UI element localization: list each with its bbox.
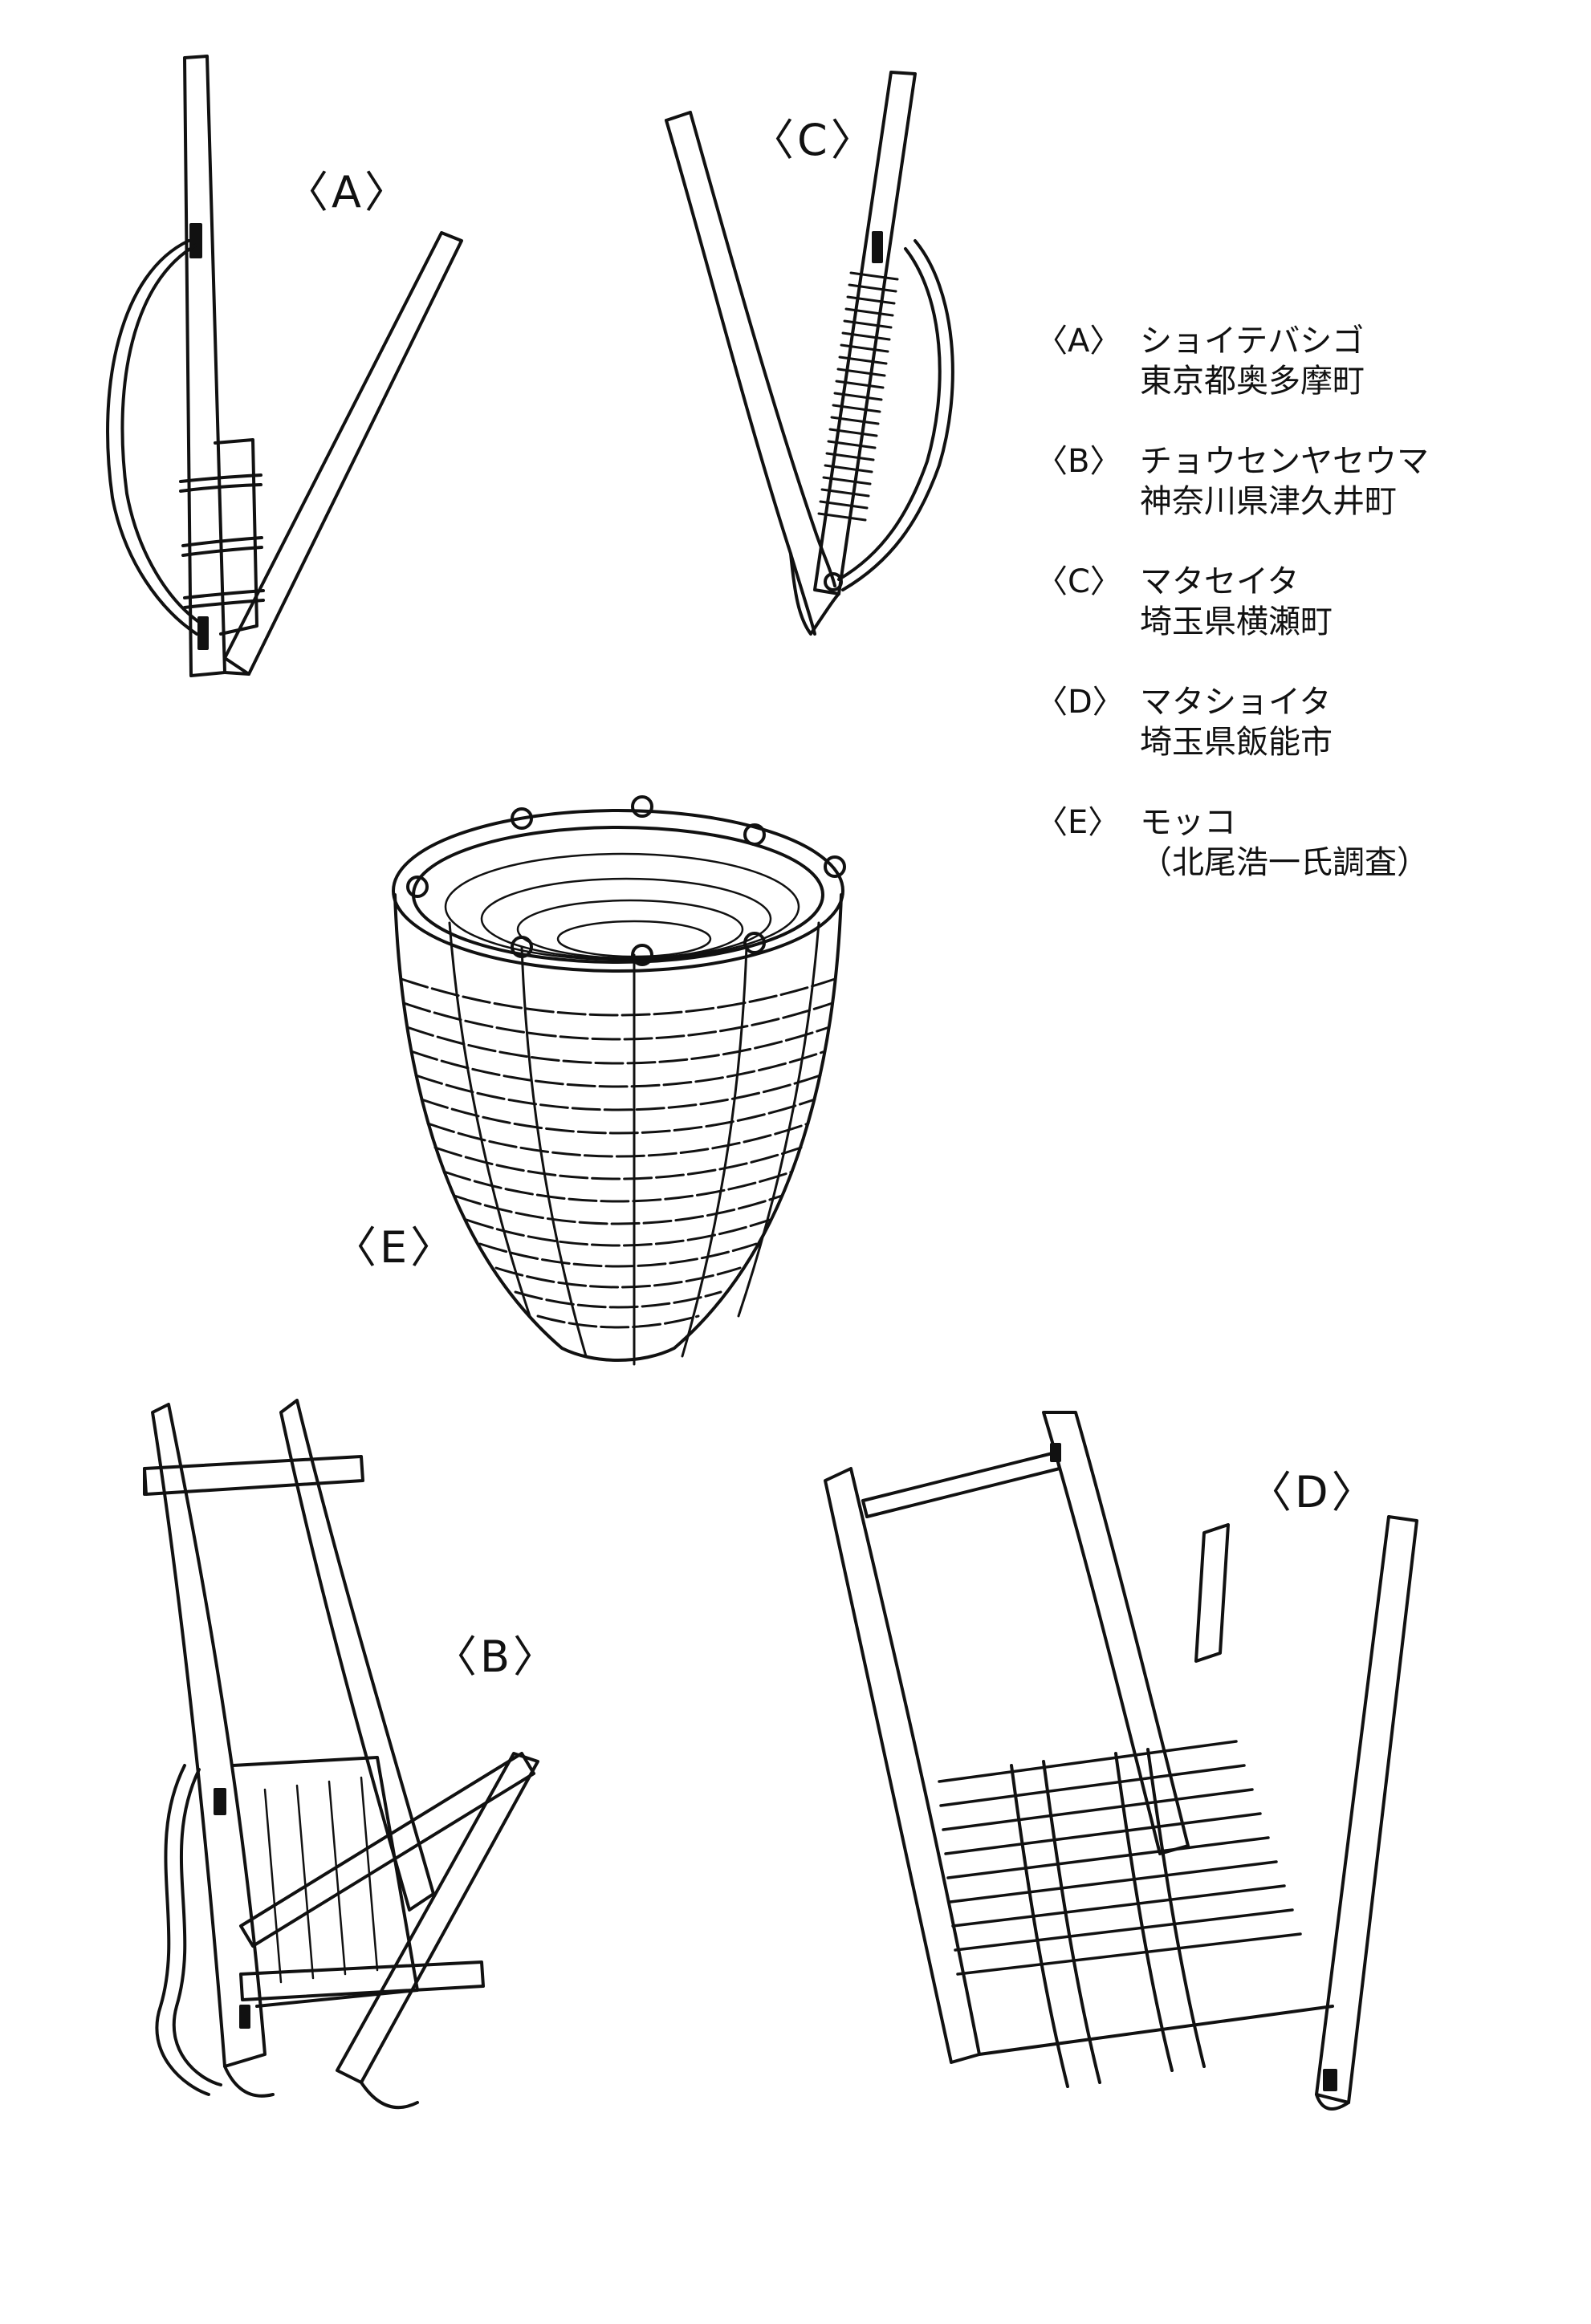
figure-e-drawing xyxy=(393,797,844,1364)
legend-item-e: 〈E〉 モッコ （北尾浩一氏調査） xyxy=(1036,802,1549,883)
legend-key: 〈D〉 xyxy=(1036,684,1125,721)
legend-name: チョウセンヤセウマ xyxy=(1140,443,1429,480)
figure-d-drawing xyxy=(825,1412,1417,2109)
figure-b-drawing xyxy=(144,1400,538,2107)
figure-a-drawing xyxy=(108,56,462,676)
legend-item-a: 〈A〉 ショイテバシゴ 東京都奥多摩町 xyxy=(1036,321,1549,401)
legend-name: マタセイタ xyxy=(1140,563,1300,600)
figure-label-e: 〈E〉 xyxy=(333,1222,458,1273)
legend-key: 〈B〉 xyxy=(1036,443,1122,480)
figure-label-b: 〈B〉 xyxy=(433,1631,560,1682)
legend: 〈A〉 ショイテバシゴ 東京都奥多摩町 〈B〉 チョウセンヤセウマ 神奈川県津久… xyxy=(1036,321,1549,923)
figure-c-drawing xyxy=(666,72,953,634)
legend-place: （北尾浩一氏調査） xyxy=(1140,844,1429,881)
legend-key: 〈E〉 xyxy=(1036,804,1121,841)
legend-place: 埼玉県横瀬町 xyxy=(1140,603,1333,640)
legend-key: 〈A〉 xyxy=(1036,323,1122,360)
figure-label-c: 〈C〉 xyxy=(751,115,877,165)
legend-place: 神奈川県津久井町 xyxy=(1140,483,1397,520)
figure-label-a: 〈A〉 xyxy=(285,167,411,217)
legend-place: 東京都奥多摩町 xyxy=(1140,363,1365,400)
legend-key: 〈C〉 xyxy=(1036,563,1122,600)
legend-name: マタショイタ xyxy=(1140,684,1332,721)
legend-item-b: 〈B〉 チョウセンヤセウマ 神奈川県津久井町 xyxy=(1036,441,1549,522)
legend-name: ショイテバシゴ xyxy=(1140,323,1365,360)
legend-item-d: 〈D〉 マタショイタ 埼玉県飯能市 xyxy=(1036,682,1549,762)
figure-label-d: 〈D〉 xyxy=(1248,1467,1378,1518)
legend-item-c: 〈C〉 マタセイタ 埼玉県横瀬町 xyxy=(1036,562,1549,642)
legend-name: モッコ xyxy=(1140,804,1236,841)
legend-place: 埼玉県飯能市 xyxy=(1140,724,1333,761)
